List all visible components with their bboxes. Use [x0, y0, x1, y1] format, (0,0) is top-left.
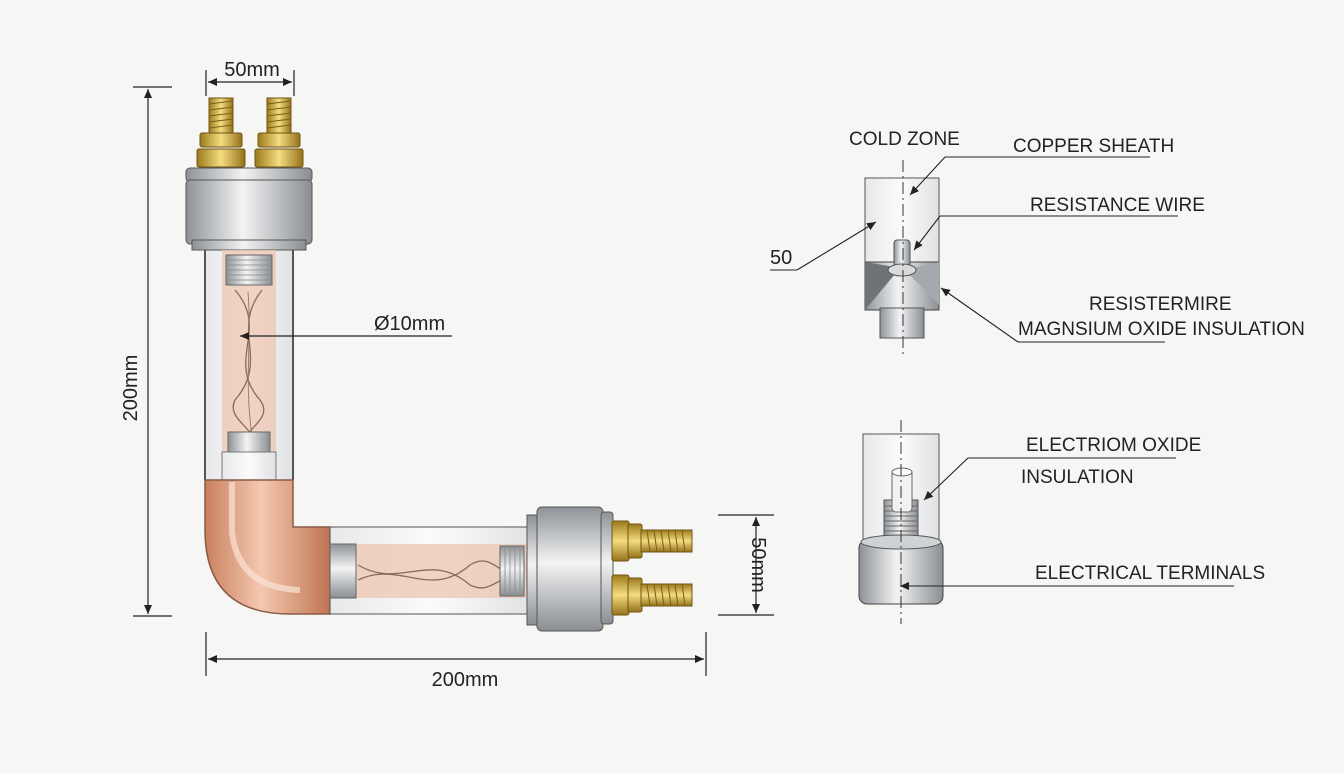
label-magnesium-insulation: MAGNSIUM OXIDE INSULATION: [1018, 319, 1305, 340]
leader-lines: [770, 156, 1234, 590]
dim-top-width: 50mm: [224, 59, 280, 81]
cross-section-bottom: [858, 420, 944, 624]
top-terminal-left: [196, 97, 246, 168]
right-terminal-upper: [611, 520, 693, 562]
label-electriom-oxide: ELECTRIOM OXIDE: [1026, 435, 1201, 456]
top-steel-cap: [185, 167, 313, 251]
top-terminal-right: [254, 97, 304, 168]
label-electrical-terminals: ELECTRICAL TERMINALS: [1035, 563, 1265, 584]
label-copper-sheath: COPPER SHEATH: [1013, 136, 1174, 157]
label-resistance-wire: RESISTANCE WIRE: [1030, 195, 1205, 216]
vertical-tube: [204, 249, 294, 481]
dim-bottom-width: 200mm: [432, 669, 499, 691]
dimension-lines: [133, 70, 774, 676]
cross-section-top: [864, 160, 940, 358]
dim-height: 200mm: [120, 355, 142, 422]
label-resistermire: RESISTERMIRE: [1089, 294, 1232, 315]
copper-elbow: [204, 479, 331, 615]
dim-diameter: Ø10mm: [374, 313, 445, 335]
label-cold-zone: COLD ZONE: [849, 129, 960, 150]
label-insulation: INSULATION: [1021, 467, 1134, 488]
horizontal-tube: [329, 526, 535, 615]
right-terminal-lower: [611, 574, 693, 616]
dim-right-height: 50mm: [747, 537, 769, 593]
right-steel-cap: [526, 506, 614, 632]
heater-assembly: [185, 97, 693, 632]
label-dim-50: 50: [770, 247, 792, 269]
